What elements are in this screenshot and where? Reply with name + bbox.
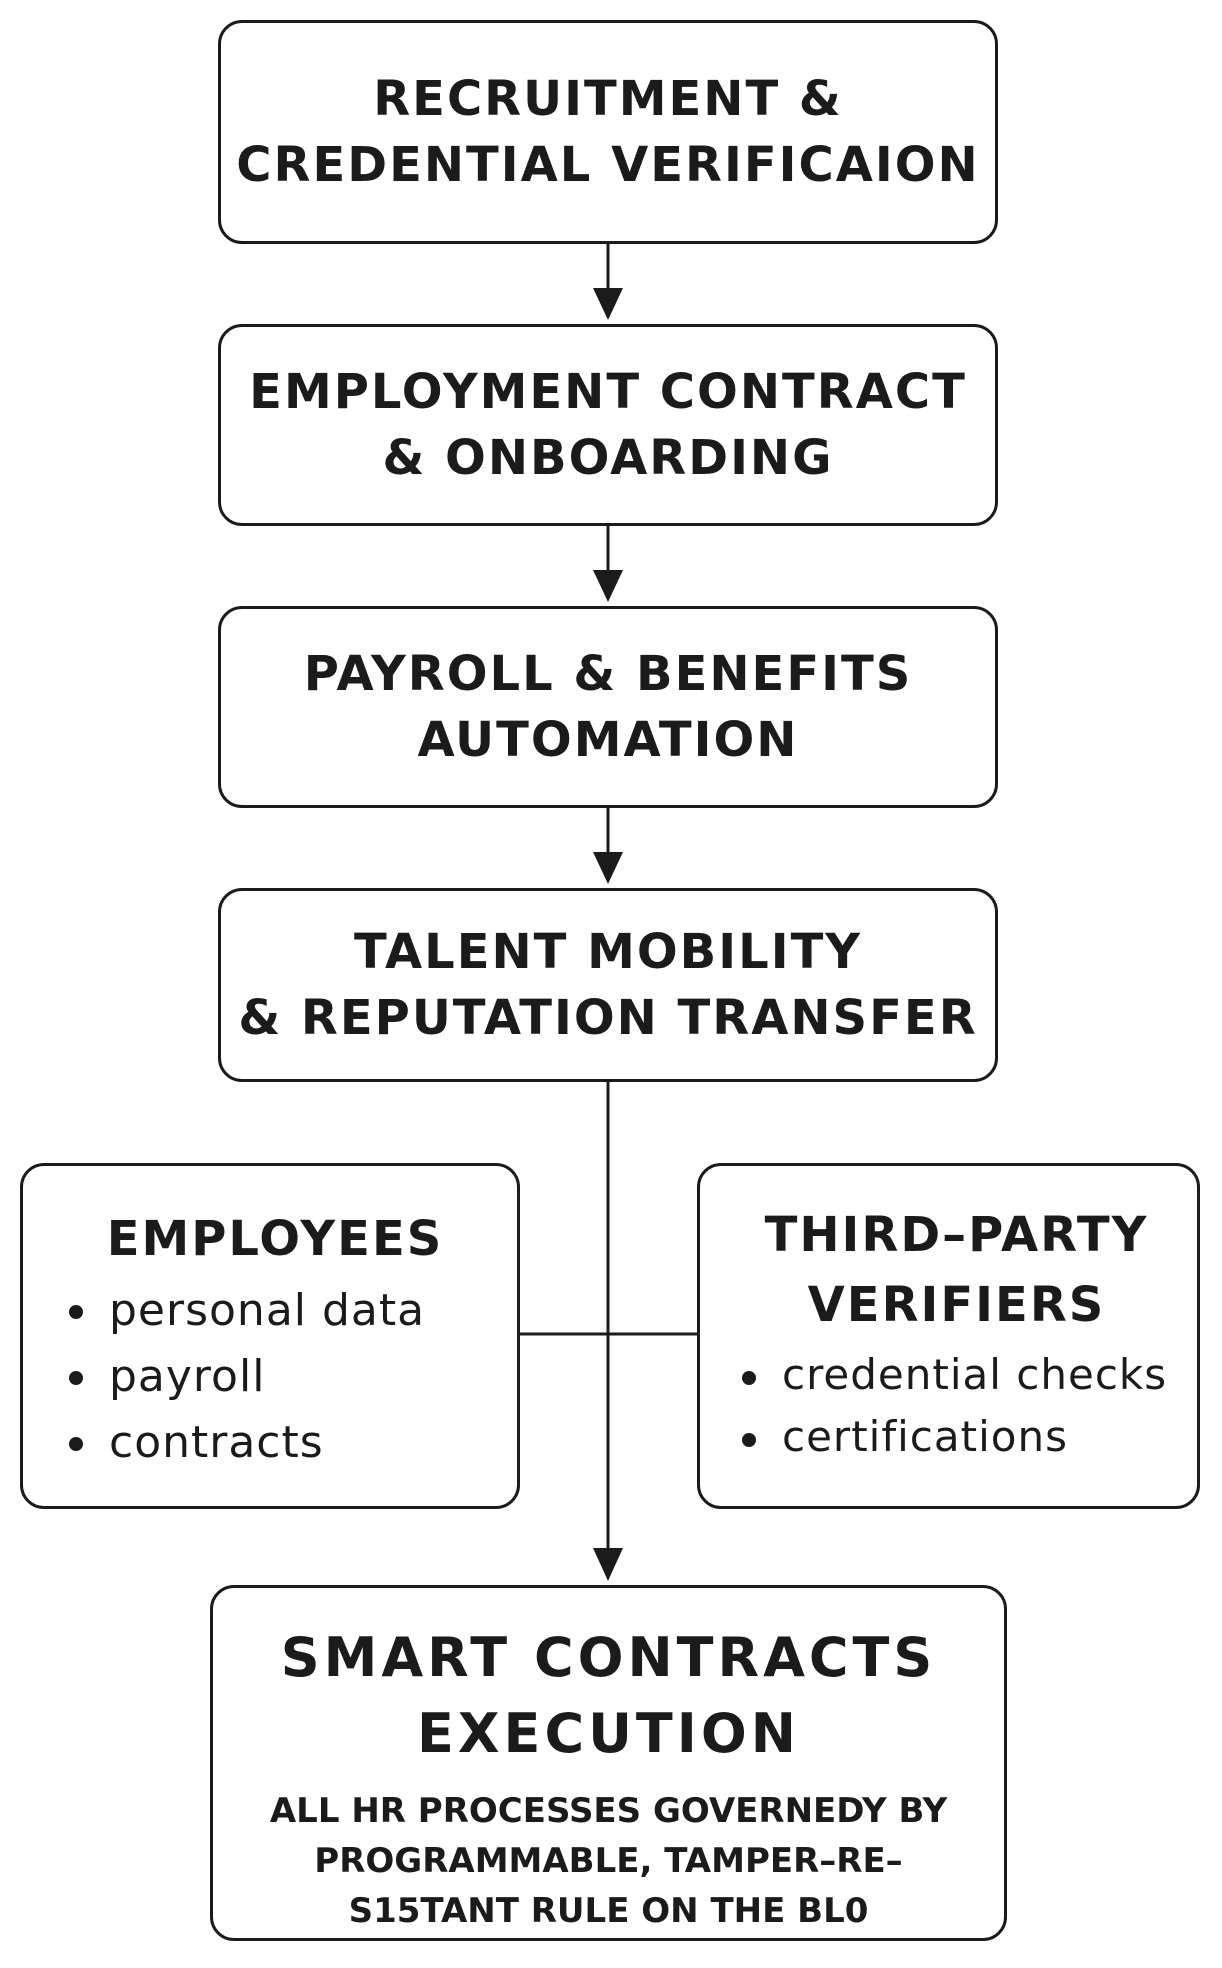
list-item: contracts (63, 1410, 487, 1476)
stage-recruitment-box: RECRUITMENT & CREDENTIAL VERIFICAION (218, 20, 998, 244)
stage-onboarding-box: EMPLOYMENT CONTRACT & ONBOARDING (218, 324, 998, 526)
stage-mobility-title: TALENT MOBILITY & REPUTATION TRANSFER (238, 924, 978, 1046)
stage-payroll-box: PAYROLL & BENEFITS AUTOMATION (218, 606, 998, 808)
verifiers-list: credential checks certifications (736, 1344, 1177, 1468)
smart-contracts-description: ALL HR PROCESSES GOVERNEDY BY PROGRAMMAB… (269, 1791, 948, 1931)
employees-box: EMPLOYEES personal data payroll contract… (20, 1163, 520, 1509)
arrowhead-stage2 (593, 288, 623, 320)
stage-payroll-title: PAYROLL & BENEFITS AUTOMATION (303, 646, 913, 768)
verifiers-title: THIRD–PARTY VERIFIERS (764, 1207, 1149, 1333)
list-item: payroll (63, 1344, 487, 1410)
stage-mobility-box: TALENT MOBILITY & REPUTATION TRANSFER (218, 888, 998, 1082)
list-item: credential checks (736, 1344, 1177, 1406)
employees-list: personal data payroll contracts (63, 1278, 487, 1476)
arrowhead-stage3 (593, 570, 623, 602)
employees-title: EMPLOYEES (106, 1211, 444, 1267)
list-item: certifications (736, 1406, 1177, 1468)
verifiers-box: THIRD–PARTY VERIFIERS credential checks … (697, 1163, 1200, 1509)
stage-onboarding-title: EMPLOYMENT CONTRACT & ONBOARDING (249, 364, 967, 486)
arrowhead-execution (593, 1548, 623, 1581)
stage-recruitment-title: RECRUITMENT & CREDENTIAL VERIFICAION (236, 71, 980, 193)
smart-contracts-title: SMART CONTRACTS EXECUTION (280, 1626, 937, 1765)
smart-contracts-box: SMART CONTRACTS EXECUTION ALL HR PROCESS… (210, 1585, 1007, 1941)
arrowhead-stage4 (593, 852, 623, 884)
list-item: personal data (63, 1278, 487, 1344)
